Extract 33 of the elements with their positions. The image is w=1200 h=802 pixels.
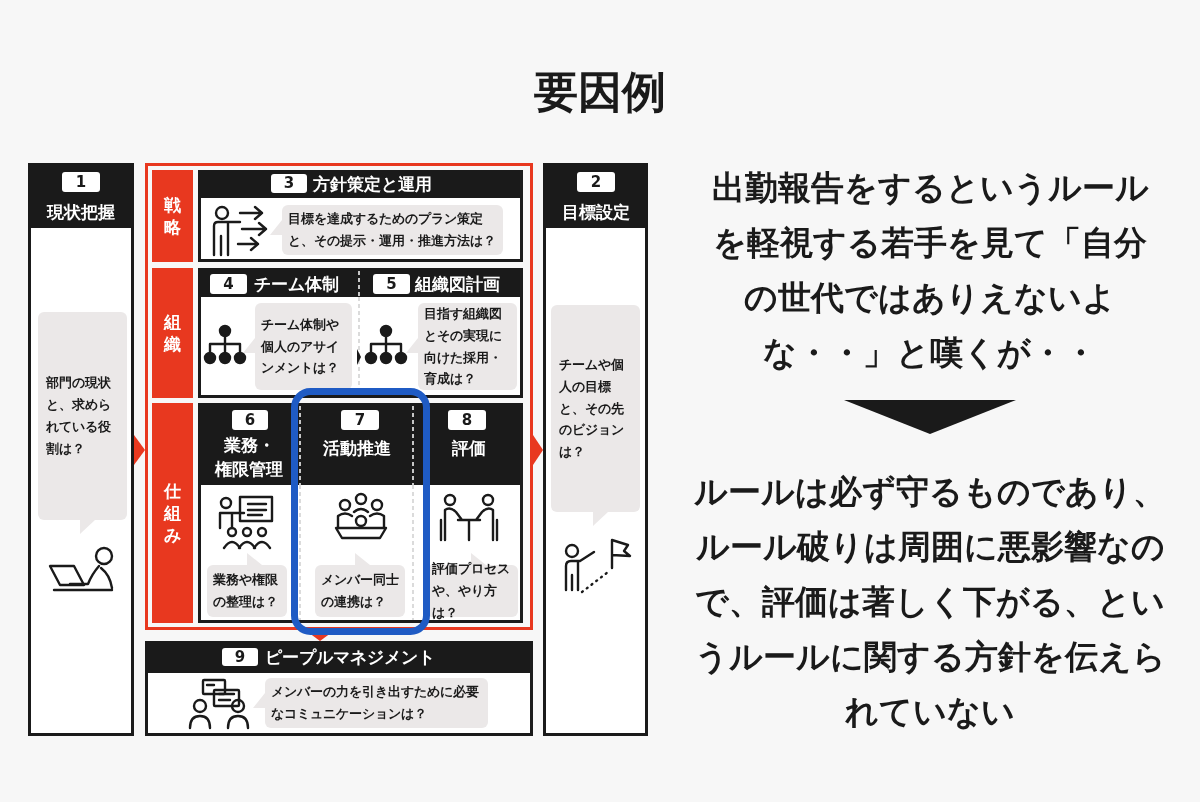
topic-card xyxy=(145,641,533,736)
heading: 活動推進 xyxy=(322,437,392,460)
number-badge: 1 xyxy=(62,172,100,192)
heading: 現状把握 xyxy=(45,201,116,224)
heading: 組織図計画 xyxy=(415,273,501,296)
category-label: 組織 xyxy=(152,268,193,398)
heading: 方針策定と運用 xyxy=(313,173,433,196)
column-panel xyxy=(28,163,134,736)
column-panel xyxy=(543,163,648,736)
category-label: 戦略 xyxy=(152,170,193,262)
statement-text: 出勤報告をするというルールを軽視する若手を見て「自分の世代ではありえないよな・・」と嘆くが・・ xyxy=(680,160,1180,398)
heading: 目標設定 xyxy=(560,201,631,224)
number-badge: 8 xyxy=(448,410,486,430)
number-badge: 3 xyxy=(271,174,307,193)
number-badge: 9 xyxy=(222,648,258,666)
number-badge: 2 xyxy=(577,172,615,192)
group-frame xyxy=(145,163,533,630)
heading: チーム体制 xyxy=(254,273,340,296)
arrow xyxy=(357,349,361,365)
heading: 評価 xyxy=(451,437,487,460)
number-badge: 6 xyxy=(232,410,268,430)
arrow xyxy=(134,435,145,465)
title: 要因例 xyxy=(533,65,667,119)
topic-card xyxy=(198,170,523,262)
heading: ピープルマネジメント xyxy=(265,646,436,669)
number-badge: 4 xyxy=(210,274,247,294)
heading: 業務・権限管理 xyxy=(214,434,284,481)
arrow xyxy=(844,398,1016,434)
number-badge: 7 xyxy=(341,410,379,430)
statement-text: ルールは必ず守るものであり、ルール破りは周囲に悪影響なので、評価は著しく下がる、というルールに関する方針を伝えられていない xyxy=(670,434,1190,734)
arrow xyxy=(533,435,543,465)
number-badge: 5 xyxy=(373,274,410,294)
category-label: 仕組み xyxy=(152,403,193,623)
